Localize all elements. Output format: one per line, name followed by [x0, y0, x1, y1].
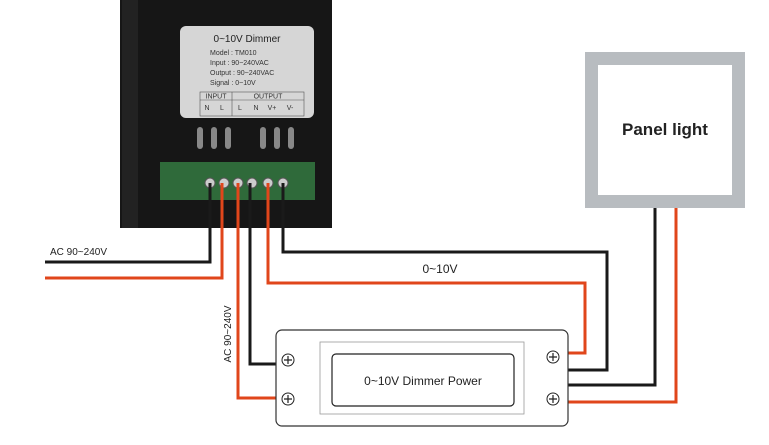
power-label: 0~10V Dimmer Power — [364, 374, 482, 388]
dimmer-input: Input : 90~240VAC — [210, 60, 269, 67]
group-input: INPUT — [206, 94, 228, 101]
terminal-label: V+ — [268, 105, 277, 112]
group-output: OUTPUT — [254, 94, 284, 101]
terminal-label: N — [204, 105, 209, 112]
dimmer-power-supply: 0~10V Dimmer Power — [275, 329, 569, 427]
signal-label: 0~10V — [422, 262, 457, 276]
dimmer-model: Model : TM010 — [210, 50, 257, 57]
wires — [45, 183, 678, 404]
ac-input-label: AC 90~240V — [50, 247, 107, 258]
dimmer-title: 0~10V Dimmer — [214, 34, 282, 45]
dimmer-unit: 0~10V Dimmer Model : TM010 Input : 90~24… — [120, 0, 332, 228]
dimmer-output: Output : 90~240VAC — [210, 70, 274, 77]
panel-light-label: Panel light — [622, 120, 708, 139]
dimmer-signal: Signal : 0~10V — [210, 80, 256, 87]
terminal-label: L — [238, 105, 242, 112]
terminal-label: N — [253, 105, 258, 112]
ac-vertical-label: AC 90~240V — [223, 305, 234, 362]
terminal-label: V- — [287, 105, 294, 112]
panel-light: Panel light — [585, 52, 745, 208]
terminal-label: L — [220, 105, 224, 112]
dimmer-label-plate — [180, 26, 314, 118]
